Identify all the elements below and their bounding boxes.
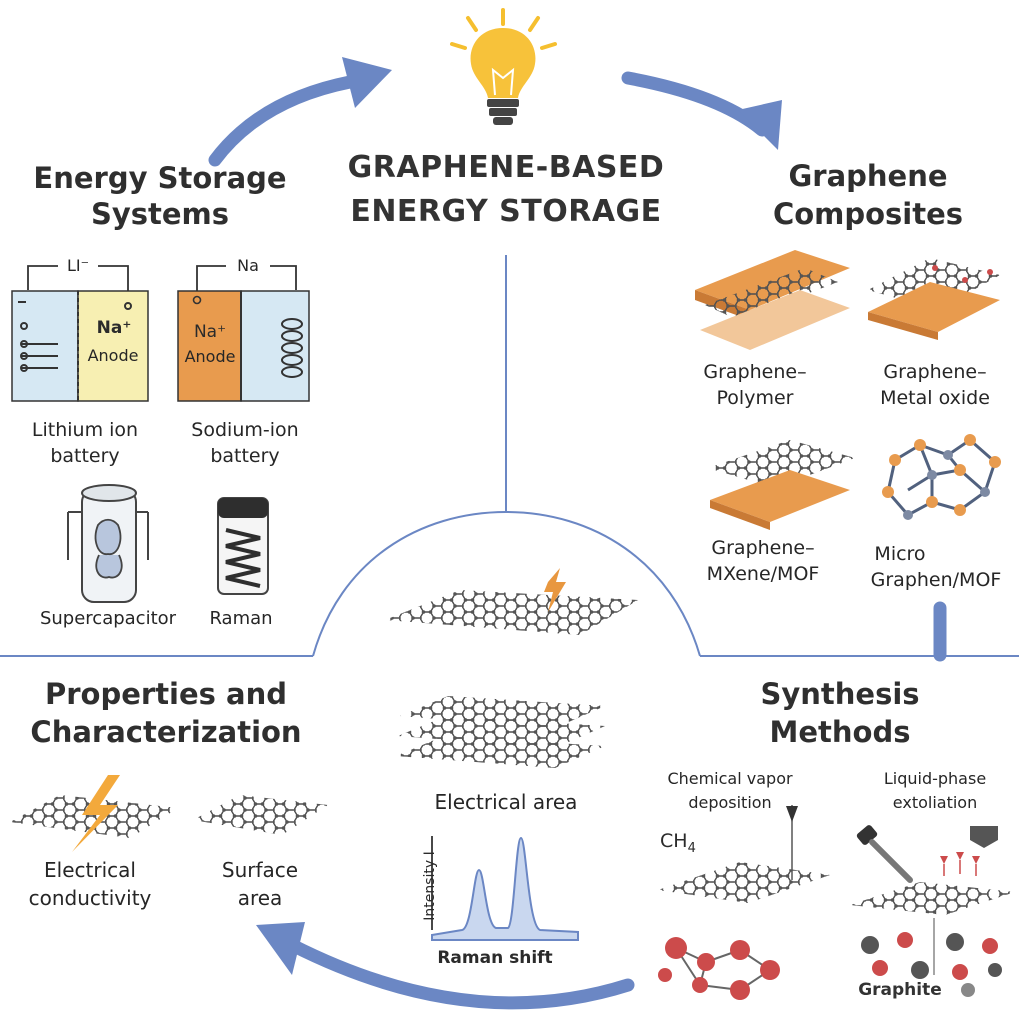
central-graphene-sheet xyxy=(385,568,638,635)
conductivity-label-line-2: conductivity xyxy=(28,886,152,910)
energy-storage-heading-line-1: Energy Storage xyxy=(33,161,287,195)
composite-mxene-label-line-1: Graphene– xyxy=(711,537,815,559)
na-cell-electrode-label: Anode xyxy=(184,347,236,366)
li-cell-top-label: LI⁻ xyxy=(58,255,98,277)
cvd-label-line-1: Chemical vapor xyxy=(667,769,793,788)
surface-area-label-line-1: Surface xyxy=(221,858,299,882)
raman-label: Raman xyxy=(209,608,273,629)
composite-mxene-label-line-2: MXene/MOF xyxy=(706,563,820,585)
synthesis-heading-line-1: Synthesis xyxy=(760,677,920,711)
liquid-phase-exfoliation-illustration xyxy=(850,825,1015,997)
li-cell-ion-label: Na⁺ xyxy=(96,318,132,338)
electrical-conductivity-illustration xyxy=(10,775,178,852)
stacked-graphene-layers xyxy=(396,696,605,768)
na-cell-top-label: Na xyxy=(226,255,270,277)
composites-heading-line-2: Composites xyxy=(772,197,964,231)
ch4-text: CH xyxy=(660,830,688,852)
light-bulb-icon xyxy=(450,8,557,125)
lpe-label-line-1: Liquid-phase xyxy=(883,769,987,788)
sodium-ion-caption-line-1: Sodium-ion xyxy=(191,419,299,441)
raman-y-axis-label: Intensity I xyxy=(422,851,438,921)
na-cell-ion-label: Na⁺ xyxy=(193,322,227,342)
title-line-1: GRAPHENE-BASED xyxy=(347,150,665,185)
graphene-mxene-mof-illustration xyxy=(708,440,855,530)
sodium-ion-battery-diagram xyxy=(177,265,310,402)
graphite-label: Graphite xyxy=(858,980,942,1000)
li-cell-electrode-label: Anode xyxy=(87,346,139,365)
raman-x-axis-label: Raman shift xyxy=(437,948,553,968)
composite-polymer-label-line-1: Graphene– xyxy=(703,361,807,383)
surface-area-illustration xyxy=(193,795,328,835)
section-dividers xyxy=(0,255,1019,657)
properties-heading-line-1: Properties and xyxy=(44,677,287,711)
composite-metal-oxide-label-line-1: Graphene– xyxy=(883,361,987,383)
lpe-label-line-2: extoliation xyxy=(892,793,978,812)
graphene-metal-oxide-illustration xyxy=(868,258,1000,340)
arrow-heads xyxy=(256,57,782,975)
mof-network-illustration xyxy=(882,434,1001,520)
properties-heading-line-2: Characterization xyxy=(30,715,302,749)
ch4-subscript: 4 xyxy=(687,840,696,856)
composite-micro-mof-label-line-1: Micro xyxy=(874,543,926,565)
title-line-2: ENERGY STORAGE xyxy=(350,194,662,229)
synthesis-heading-line-2: Methods xyxy=(769,715,911,749)
cvd-label-line-2: deposition xyxy=(688,793,772,812)
surface-area-label-line-2: area xyxy=(237,886,283,910)
energy-storage-heading-line-2: Systems xyxy=(90,197,230,231)
graphene-polymer-illustration xyxy=(695,250,850,350)
sodium-ion-caption-line-2: battery xyxy=(210,445,280,467)
composites-heading-line-1: Graphene xyxy=(788,159,948,193)
conductivity-label-line-1: Electrical xyxy=(44,858,136,882)
supercapacitor-icon xyxy=(67,484,149,603)
composite-micro-mof-label-line-2: Graphen/MOF xyxy=(870,569,1002,591)
supercapacitor-label: Supercapacitor xyxy=(39,608,177,629)
composite-polymer-label-line-2: Polymer xyxy=(716,387,794,409)
electrical-area-label: Electrical area xyxy=(434,790,578,814)
cvd-illustration xyxy=(658,805,830,1000)
lithium-ion-battery-diagram xyxy=(11,265,149,402)
lithium-ion-caption-line-2: battery xyxy=(50,445,120,467)
raman-spring-icon xyxy=(217,497,269,595)
dropper-icon xyxy=(856,825,913,883)
ch4-label: CH4 xyxy=(660,830,720,856)
composite-metal-oxide-label-line-2: Metal oxide xyxy=(880,387,990,409)
raman-spectrum-plot xyxy=(431,836,579,941)
lithium-ion-caption-line-1: Lithium ion xyxy=(31,419,139,441)
